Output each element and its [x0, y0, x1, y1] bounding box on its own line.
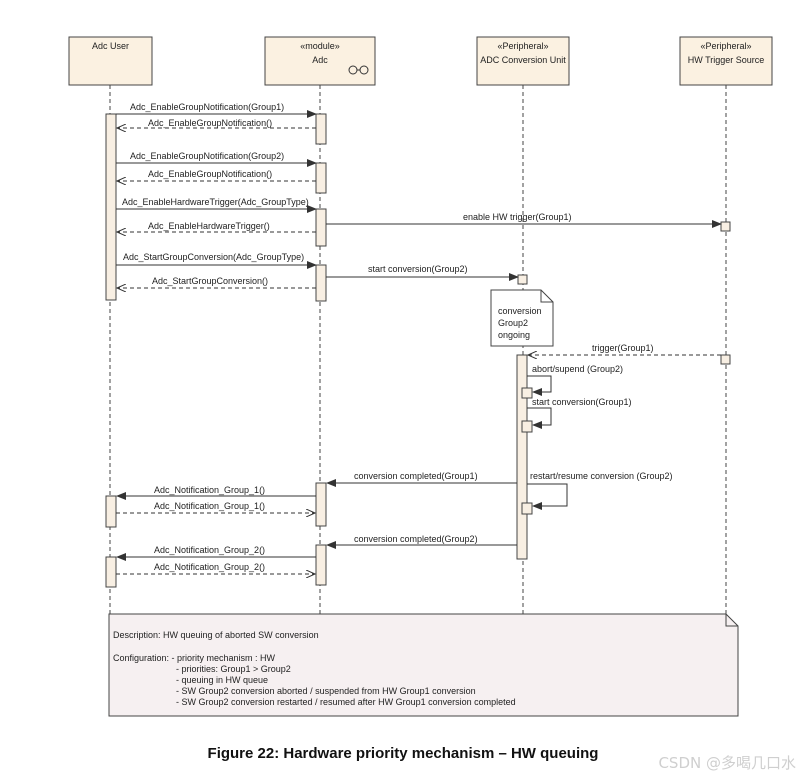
lifeline-name: ADC Conversion Unit — [480, 55, 566, 65]
activation-adc — [315, 482, 327, 527]
activation-self — [521, 502, 533, 515]
note-line: Group2 — [498, 318, 528, 328]
message-label: Adc_EnableGroupNotification(Group1) — [130, 102, 284, 112]
message-label: Adc_StartGroupConversion(Adc_GroupType) — [123, 252, 304, 262]
activation-adc — [315, 544, 327, 586]
message-label: Adc_EnableGroupNotification(Group2) — [130, 151, 284, 161]
activation-bars — [105, 113, 731, 588]
configuration-item: - priorities: Group1 > Group2 — [176, 664, 291, 674]
lifeline-adc-conversion-unit: «Peripheral» ADC Conversion Unit — [476, 36, 570, 86]
message-label: Adc_EnableHardwareTrigger(Adc_GroupType) — [122, 197, 309, 207]
activation-conversion-unit — [516, 354, 528, 560]
activation-self — [521, 387, 533, 399]
activation-adc-user — [105, 495, 117, 528]
lifeline-adc: «module» Adc — [264, 36, 376, 86]
note-line: ongoing — [498, 330, 530, 340]
activation-hw-trigger — [720, 221, 731, 232]
self-message-arrow — [527, 407, 552, 429]
watermark: CSDN @多喝几口水 — [658, 754, 796, 772]
configuration-item: - queuing in HW queue — [176, 675, 269, 685]
message-label: start conversion(Group2) — [368, 264, 468, 274]
activation-adc — [315, 113, 327, 145]
self-message-arrow — [527, 483, 568, 510]
message-label: Adc_EnableGroupNotification() — [148, 118, 272, 128]
description-box — [108, 613, 739, 717]
configuration-item: - SW Group2 conversion restarted / resum… — [176, 697, 516, 707]
activation-conversion-unit — [517, 274, 528, 285]
message-label: conversion completed(Group2) — [354, 534, 478, 544]
activation-adc-user — [105, 113, 117, 301]
configuration-line: Configuration: - priority mechanism : HW — [113, 653, 276, 663]
lifeline-hw-trigger-source: «Peripheral» HW Trigger Source — [679, 36, 773, 86]
lifeline-name: HW Trigger Source — [688, 55, 765, 65]
lifeline-adc-user: Adc User — [68, 36, 153, 86]
figure-caption: Figure 22: Hardware priority mechanism –… — [207, 745, 599, 762]
message-label: restart/resume conversion (Group2) — [530, 471, 673, 481]
message-label: Adc_EnableHardwareTrigger() — [148, 221, 270, 231]
lifeline-stereotype: «Peripheral» — [497, 41, 548, 51]
activation-adc-user — [105, 556, 117, 588]
configuration-item: - SW Group2 conversion aborted / suspend… — [176, 686, 476, 696]
message-label: enable HW trigger(Group1) — [463, 212, 572, 222]
activation-adc — [315, 162, 327, 194]
note-line: conversion — [498, 306, 542, 316]
message-label: Adc_Notification_Group_1() — [154, 485, 265, 495]
message-arrows — [116, 110, 722, 574]
activation-hw-trigger — [720, 354, 731, 365]
message-label: conversion completed(Group1) — [354, 471, 478, 481]
component-icon — [348, 65, 369, 75]
message-label: Adc_Notification_Group_1() — [154, 501, 265, 511]
message-label: start conversion(Group1) — [532, 397, 632, 407]
description-text: Description: HW queuing of aborted SW co… — [109, 614, 737, 716]
message-labels: Adc_EnableGroupNotification(Group1) Adc_… — [122, 102, 673, 572]
activation-adc — [315, 264, 327, 302]
message-label: abort/supend (Group2) — [532, 364, 623, 374]
message-label: Adc_Notification_Group_2() — [154, 562, 265, 572]
lifeline-name: Adc — [312, 55, 328, 65]
description-line: Description: HW queuing of aborted SW co… — [113, 630, 319, 640]
message-label: Adc_EnableGroupNotification() — [148, 169, 272, 179]
lifeline-stereotype: «Peripheral» — [700, 41, 751, 51]
activation-adc — [315, 208, 327, 247]
message-label: Adc_StartGroupConversion() — [152, 276, 268, 286]
note-conversion-ongoing: conversion Group2 ongoing — [490, 289, 554, 347]
self-message-arrow — [527, 375, 552, 396]
lifeline-stereotype: «module» — [300, 41, 340, 51]
lifeline-name: Adc User — [92, 41, 129, 51]
activation-self — [521, 420, 533, 433]
message-label: Adc_Notification_Group_2() — [154, 545, 265, 555]
message-label: trigger(Group1) — [592, 343, 654, 353]
